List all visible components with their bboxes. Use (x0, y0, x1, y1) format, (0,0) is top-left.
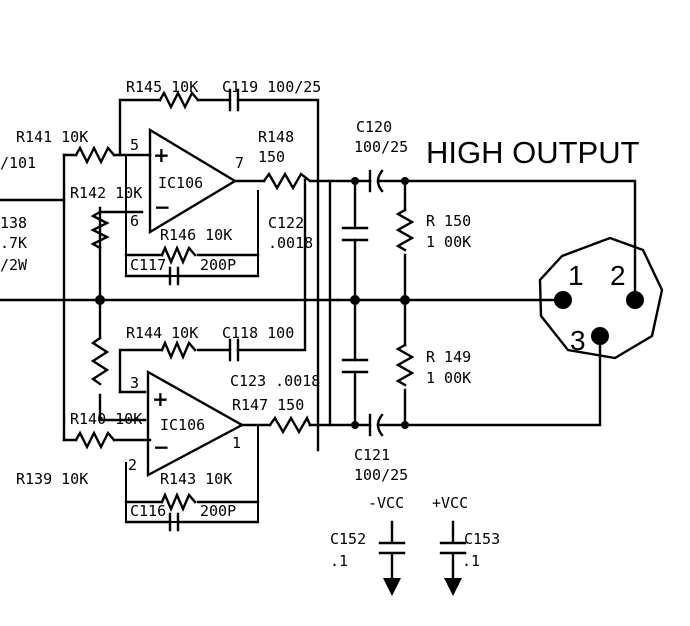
labels: HIGH OUTPUT R145 10K C119 100/25 R141 10… (0, 78, 640, 570)
label-pin3: 3 (130, 374, 139, 392)
resistor-r141 (74, 145, 116, 165)
label-r148: R148 (258, 128, 294, 146)
opamp-top-plus-icon: + (153, 143, 170, 167)
resistor-r148 (262, 171, 312, 191)
label-c122-val: .0018 (268, 234, 313, 252)
label-c122: C122 (268, 214, 304, 232)
diagram-title: HIGH OUTPUT (426, 135, 640, 170)
label-r144: R144 10K (126, 324, 198, 342)
label-xlr-pin3: 3 (570, 325, 586, 356)
xlr-connector (538, 236, 664, 360)
capacitor-c122 (341, 226, 369, 242)
capacitor-c152 (378, 520, 406, 582)
resistor-r145 (158, 90, 200, 110)
resistor-r144 (160, 339, 197, 361)
ground-symbols (383, 578, 462, 596)
label-r138: 138 (0, 214, 27, 232)
opamp-ic106-bottom (146, 369, 245, 477)
xlr-pin2-dot (626, 291, 644, 309)
capacitor-c116 (168, 512, 180, 532)
label-r150-val: 1 00K (426, 233, 471, 251)
capacitors (168, 88, 467, 582)
label-r141: R141 10K (16, 128, 88, 146)
label-c117-val: 200P (200, 256, 236, 274)
label-c120-val: 100/25 (354, 138, 408, 156)
label-c153-val: .1 (462, 552, 480, 570)
resistor-r150 (395, 208, 415, 252)
resistors (74, 90, 415, 513)
capacitor-c153 (439, 520, 467, 582)
label-left-101: /101 (0, 154, 36, 172)
label-pos-vcc: +VCC (432, 494, 468, 512)
label-pin6: 6 (130, 212, 139, 230)
resistor-r149 (395, 343, 415, 387)
capacitor-c118 (228, 338, 240, 362)
label-c120: C120 (356, 118, 392, 136)
label-r147: R147 150 (232, 396, 304, 414)
resistor-r147 (268, 415, 312, 435)
capacitor-c119 (228, 88, 240, 112)
resistor-r146 (160, 244, 197, 266)
label-r149: R 149 (426, 348, 471, 366)
xlr-pin1-dot (554, 291, 572, 309)
label-r149-val: 1 00K (426, 369, 471, 387)
label-pin1: 1 (232, 434, 241, 452)
label-c152: C152 (330, 530, 366, 548)
label-c119: C119 100/25 (222, 78, 321, 96)
label-c117: C117 (130, 256, 166, 274)
label-pin5: 5 (130, 136, 139, 154)
label-r145: R145 10K (126, 78, 198, 96)
label-c121: C121 (354, 446, 390, 464)
opamp-top-minus-icon: − (154, 195, 171, 219)
resistor-r142b (90, 336, 110, 386)
ground-arrow-icon (383, 578, 401, 596)
label-c116: C116 (130, 502, 166, 520)
opamp-bottom-plus-icon: + (152, 387, 169, 411)
xlr-pin3-dot (591, 327, 609, 345)
label-r150: R 150 (426, 212, 471, 230)
resistor-r140 (74, 430, 116, 450)
opamp-bottom-minus-icon: − (153, 435, 170, 459)
label-r142: R142 10K (70, 184, 142, 202)
label-ic106-top: IC106 (158, 174, 203, 192)
label-c118: C118 100 (222, 324, 294, 342)
junction-dots (95, 177, 410, 429)
capacitor-c123 (341, 358, 369, 374)
label-left-2w: /2W (0, 256, 28, 274)
label-c121-val: 100/25 (354, 466, 408, 484)
resistor-r142 (90, 210, 110, 250)
label-r140: R140 10K (70, 410, 142, 428)
label-c123: C123 .0018 (230, 372, 320, 390)
resistor-r143 (160, 491, 197, 513)
label-c152-val: .1 (330, 552, 348, 570)
label-c153: C153 (464, 530, 500, 548)
label-r148-val: 150 (258, 148, 285, 166)
label-r139: R139 10K (16, 470, 88, 488)
label-c116-val: 200P (200, 502, 236, 520)
label-r146: R146 10K (160, 226, 232, 244)
label-neg-vcc: -VCC (368, 494, 404, 512)
label-ic106-bottom: IC106 (160, 416, 205, 434)
label-xlr-pin1: 1 (568, 260, 584, 291)
capacitor-c117 (168, 266, 180, 286)
label-left-7k: .7K (0, 234, 27, 252)
label-xlr-pin2: 2 (610, 260, 626, 291)
label-pin7: 7 (235, 154, 244, 172)
opamp-ic106-top (148, 127, 238, 235)
label-pin2: 2 (128, 456, 137, 474)
label-r143: R143 10K (160, 470, 232, 488)
ground-arrow-icon (444, 578, 462, 596)
